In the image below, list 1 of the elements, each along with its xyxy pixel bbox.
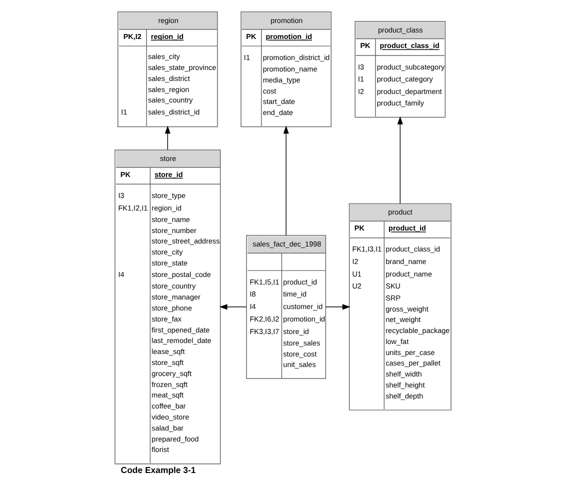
caption: Code Example 3-1	[120, 464, 196, 474]
